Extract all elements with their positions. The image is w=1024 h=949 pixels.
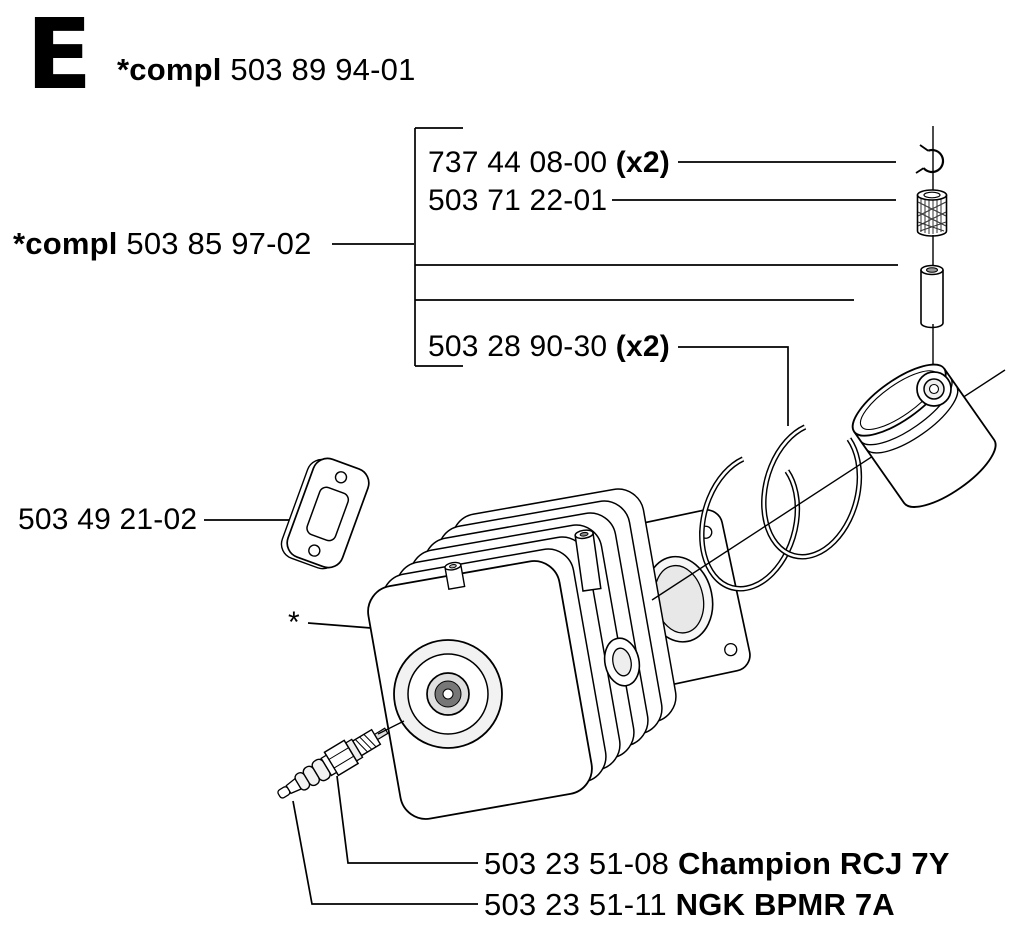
top-boss bbox=[444, 561, 466, 591]
spark-plug-champion-model: Champion RCJ 7Y bbox=[677, 846, 950, 881]
leader-lines bbox=[204, 127, 898, 905]
header-assembly-label: *compl 503 89 94-01 bbox=[117, 52, 416, 88]
label-circlip: 737 44 08-00 (x2) bbox=[428, 146, 670, 180]
gasket-part-number: 503 49 21-02 bbox=[18, 503, 198, 536]
label-spark-plug-ngk: 503 23 51-11 NGK BPMR 7A bbox=[484, 887, 895, 923]
label-piston-rings: 503 28 90-30 (x2) bbox=[428, 330, 670, 364]
label-cylinder-marker: * bbox=[288, 606, 300, 640]
piston-rings-drawing bbox=[699, 424, 863, 592]
piston-assembly-prefix: *compl bbox=[13, 226, 118, 261]
spark-plug-drawing bbox=[277, 727, 389, 799]
circlip-quantity: (x2) bbox=[615, 146, 670, 179]
needle-bearing-part-number: 503 71 22-01 bbox=[428, 184, 608, 217]
section-letter: E bbox=[26, 0, 93, 111]
label-spark-plug-champion: 503 23 51-08 Champion RCJ 7Y bbox=[484, 846, 950, 882]
header-assembly-number: 503 89 94-01 bbox=[230, 52, 416, 87]
label-piston-assembly: *compl 503 85 97-02 bbox=[13, 226, 312, 262]
cylinder-marker-asterisk: * bbox=[288, 606, 300, 639]
header-assembly-prefix: *compl bbox=[117, 52, 222, 87]
spark-plug-champion-part-number: 503 23 51-08 bbox=[484, 846, 670, 881]
needle-bearing-drawing bbox=[916, 189, 948, 237]
circlip-drawing bbox=[915, 144, 945, 174]
piston-rings-part-number: 503 28 90-30 bbox=[428, 330, 608, 363]
impulse-tube bbox=[574, 529, 602, 592]
spark-plug-axis-line bbox=[377, 720, 405, 735]
label-needle-bearing: 503 71 22-01 bbox=[428, 184, 607, 218]
label-gasket: 503 49 21-02 bbox=[18, 503, 197, 537]
gasket-drawing bbox=[280, 457, 370, 570]
exhaust-boss bbox=[603, 637, 641, 687]
piston-rings-quantity: (x2) bbox=[615, 330, 670, 363]
piston-assembly-part-number: 503 85 97-02 bbox=[126, 226, 312, 261]
spark-plug-ngk-model: NGK BPMR 7A bbox=[675, 887, 895, 922]
spark-plug-ngk-part-number: 503 23 51-11 bbox=[484, 887, 667, 922]
piston-drawing bbox=[851, 363, 997, 508]
piston-pin-drawing bbox=[920, 264, 944, 329]
circlip-part-number: 737 44 08-00 bbox=[428, 146, 608, 179]
cylinder-drawing bbox=[367, 488, 751, 820]
piston-pin-boss bbox=[916, 371, 952, 407]
spark-plug-hole bbox=[393, 639, 503, 749]
